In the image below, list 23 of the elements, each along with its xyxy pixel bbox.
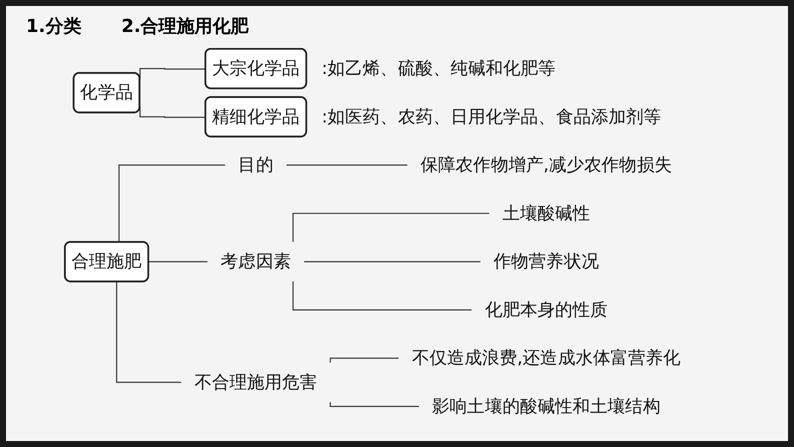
node-text: 保障农作物增产,减少农作物损失 (420, 154, 672, 175)
connector (292, 212, 490, 242)
node-text: 影响土壤的酸碱性和土壤结构 (432, 396, 660, 416)
node-text: 不仅造成浪费,还造成水体富营养化 (412, 347, 681, 368)
node-text: 化肥本身的性质 (484, 298, 608, 320)
connector (330, 358, 399, 363)
node-text: 不合理施用危害 (194, 371, 318, 392)
connector (304, 261, 480, 262)
node-text: 考虑因素 (220, 250, 291, 272)
connector (148, 261, 208, 263)
node-label: :如乙烯、硫酸、纯碱和化肥等 (322, 58, 556, 78)
connector (292, 281, 472, 310)
node-text: 土壤酸碱性 (502, 202, 590, 224)
node-text: 目的 (238, 154, 274, 175)
section-heading: 1.分类 (26, 15, 82, 38)
node-label: :如医药、农药、日用化学品、食品添加剂等 (322, 106, 662, 127)
section-heading: 2.合理施用化肥 (121, 15, 249, 38)
node-text: 作物营养状况 (494, 250, 599, 272)
connector (139, 106, 206, 118)
connector (118, 164, 226, 242)
connector (116, 282, 182, 383)
connector (330, 402, 419, 408)
connector (286, 164, 408, 166)
